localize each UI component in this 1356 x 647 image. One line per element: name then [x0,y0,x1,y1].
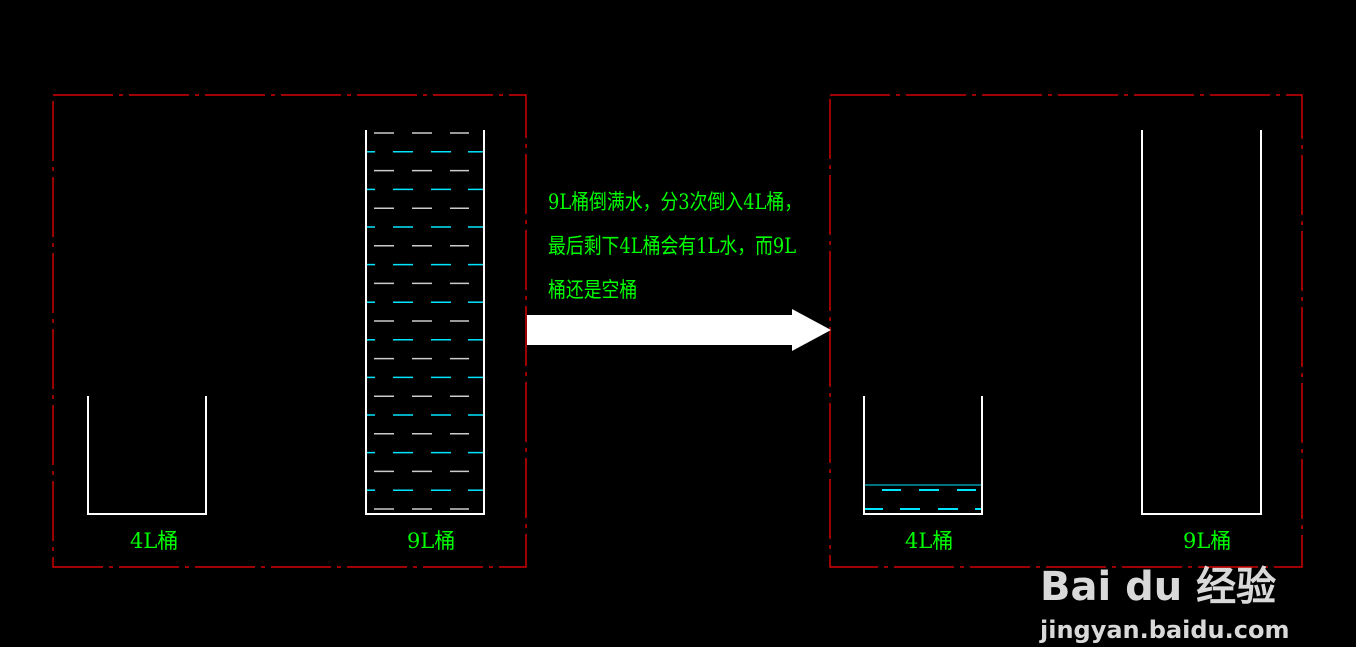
baidu-watermark: Bai du 经验 jingyan.baidu.com [1039,564,1289,644]
explanation-note: 9L桶倒满水，分3次倒入4L桶， 最后剩下4L桶会有1L水，而9L 桶还是空桶 [548,180,803,312]
after-4l-label: 4L桶 [905,529,953,553]
after-9l-bucket [1141,130,1262,515]
before-9l-label: 9L桶 [407,529,455,553]
after-4l-water [864,484,982,510]
before-4l-label: 4L桶 [130,529,178,553]
after-9l-label: 9L桶 [1183,529,1231,553]
note-line: 桶还是空桶 [548,278,638,302]
watermark-brand: Bai du 经验 [1040,564,1276,610]
watermark-url: jingyan.baidu.com [1039,616,1289,644]
after-frame [829,94,1303,568]
note-line: 9L桶倒满水，分3次倒入4L桶， [548,190,803,214]
note-line: 最后剩下4L桶会有1L水，而9L [548,234,797,258]
before-frame [52,94,527,568]
before-4l-bucket [87,396,207,515]
before-9l-water [366,132,484,510]
arrow [527,309,831,351]
after-4l-bucket [863,396,983,515]
before-9l-bucket [365,130,485,515]
